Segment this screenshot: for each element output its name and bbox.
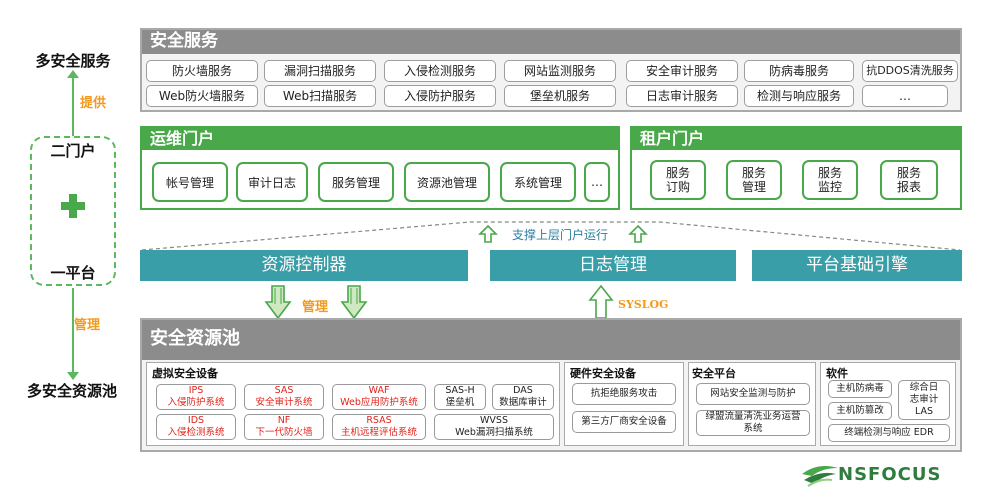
- service-item: Web防火墙服务: [146, 85, 258, 107]
- service-item: 入侵检测服务: [384, 60, 496, 82]
- left-connector-bottom: [72, 288, 74, 374]
- log-management-bar: 日志管理: [490, 250, 736, 281]
- resource-controller-bar: 资源控制器: [140, 250, 468, 281]
- multi-resource-pool-label: 多安全资源池: [26, 382, 117, 400]
- security-platform-item: 绿盟流量清洗业务运营系统: [696, 410, 810, 436]
- support-trapezoid: [141, 221, 961, 251]
- software-item: 终端检测与响应 EDR: [828, 424, 950, 442]
- service-item: …: [862, 85, 948, 107]
- one-platform-label: 一平台: [50, 264, 96, 282]
- virtual-devices-title: 虚拟安全设备: [152, 367, 218, 380]
- service-item: 防火墙服务: [146, 60, 258, 82]
- manage-arrow-label: 管理: [302, 300, 329, 315]
- up-arrow-icon: [478, 224, 498, 243]
- up-arrow-icon: [628, 224, 648, 243]
- tenant-portal-item: 服务订购: [650, 160, 706, 200]
- ops-portal-item: 帐号管理: [152, 162, 228, 202]
- service-item: 防病毒服务: [744, 60, 854, 82]
- down-arrow-icon: [340, 285, 368, 320]
- down-arrow-icon: [264, 285, 292, 320]
- service-item: 漏洞扫描服务: [264, 60, 376, 82]
- service-item: 堡垒机服务: [504, 85, 616, 107]
- platform-engine-bar: 平台基础引擎: [752, 250, 962, 281]
- security-platform-title: 安全平台: [692, 367, 736, 380]
- syslog-label: SYSLOG: [618, 298, 669, 311]
- software-item: 主机防病毒: [828, 380, 892, 398]
- security-platform-item: 网站安全监测与防护: [696, 383, 810, 405]
- service-item: 安全审计服务: [626, 60, 738, 82]
- arrow-up-icon: [67, 70, 79, 78]
- ops-portal-item: 系统管理: [500, 162, 576, 202]
- security-services-title: 安全服务: [142, 30, 960, 54]
- ops-portal-item: 审计日志: [236, 162, 308, 202]
- software-item: 主机防篡改: [828, 402, 892, 420]
- service-item: 检测与响应服务: [744, 85, 854, 107]
- service-item: Web扫描服务: [264, 85, 376, 107]
- ops-portal-item: 资源池管理: [404, 162, 490, 202]
- provide-label: 提供: [80, 96, 107, 111]
- tenant-portal-item: 服务管理: [726, 160, 782, 200]
- ops-portal-item: …: [584, 162, 610, 202]
- tenant-portal-item: 服务监控: [802, 160, 858, 200]
- service-item: 网站监测服务: [504, 60, 616, 82]
- up-arrow-icon: [588, 284, 614, 319]
- ops-portal-title: 运维门户: [142, 128, 618, 150]
- service-item: 日志审计服务: [626, 85, 738, 107]
- nsfocus-logo: [802, 466, 838, 487]
- portal-platform-group: [30, 136, 116, 286]
- two-portals-label: 二门户: [50, 142, 96, 160]
- hardware-device-item: 抗拒绝服务攻击: [572, 383, 676, 405]
- software-title: 软件: [826, 367, 848, 380]
- plus-icon: [60, 193, 86, 219]
- ops-portal-item: 服务管理: [318, 162, 394, 202]
- left-connector-top: [72, 74, 74, 136]
- hardware-devices-title: 硬件安全设备: [570, 367, 636, 380]
- service-item: 入侵防护服务: [384, 85, 496, 107]
- support-label: 支撑上层门户运行: [512, 228, 609, 242]
- tenant-portal-item: 服务报表: [880, 160, 938, 200]
- hardware-device-item: 第三方厂商安全设备: [572, 411, 676, 433]
- tenant-portal-title: 租户门户: [632, 128, 960, 150]
- multi-security-services-label: 多安全服务: [35, 52, 111, 70]
- service-item: 抗DDOS清洗服务: [862, 60, 958, 82]
- arrow-down-icon: [67, 372, 79, 380]
- manage-label: 管理: [74, 318, 101, 333]
- resource-pool-title: 安全资源池: [142, 320, 960, 360]
- nsfocus-logo-text: NSFOCUS: [838, 464, 942, 485]
